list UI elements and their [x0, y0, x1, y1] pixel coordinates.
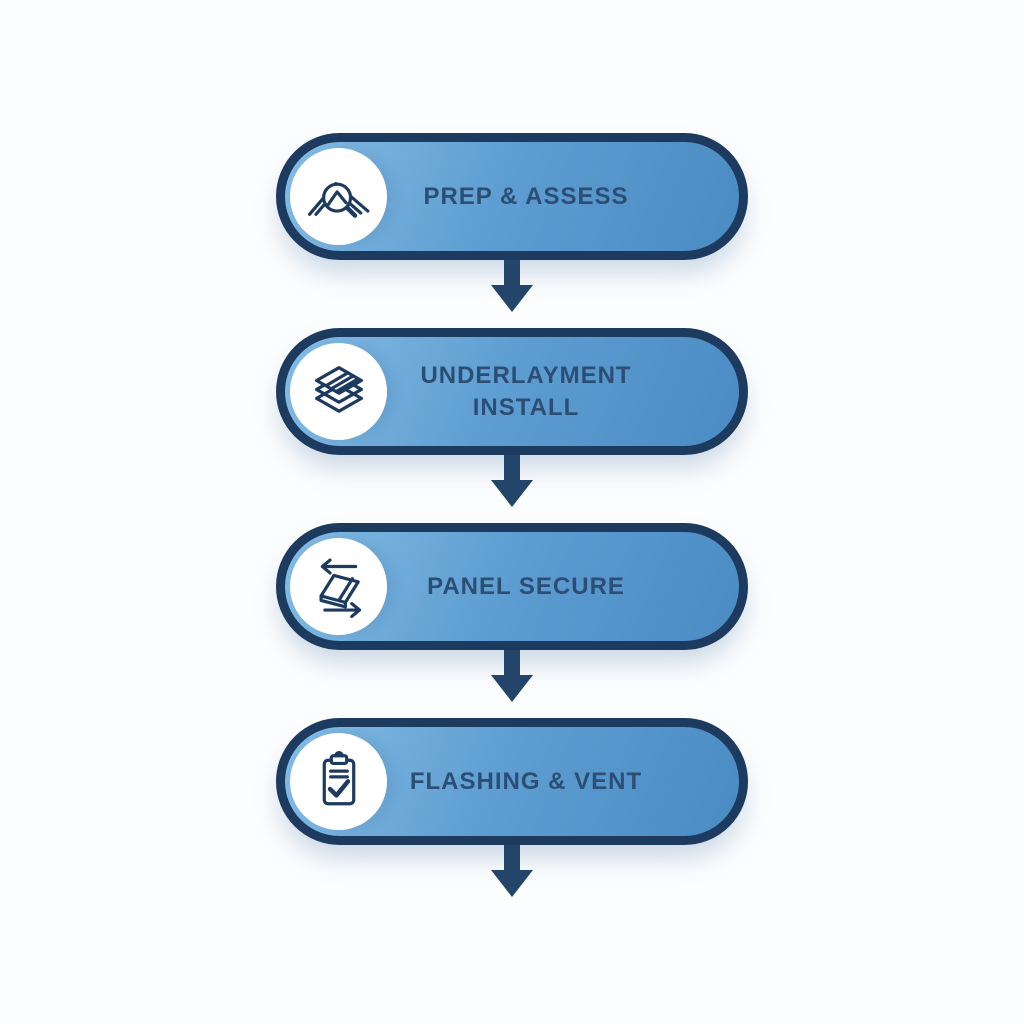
flow-step-4: FLASHING & VENT	[276, 718, 748, 913]
arrow-shaft	[504, 455, 520, 480]
step-pill-flashing-vent: FLASHING & VENT	[276, 718, 748, 845]
down-arrow-1	[276, 260, 748, 328]
step-label: FLASHING & VENT	[409, 767, 643, 795]
arrow-head	[491, 480, 533, 507]
step-pill-underlayment-install: UNDERLAYMENT INSTALL	[276, 328, 748, 455]
roof-inspection-magnifier-icon	[290, 148, 387, 245]
step-pill-prep-assess: PREP & ASSESS	[276, 133, 748, 260]
flashing-vent-checklist-icon	[290, 733, 387, 830]
flow-step-3: PANEL SECURE	[276, 523, 748, 718]
roofing-install-flowchart: PREP & ASSESS UNDERLAYMENT INSTALL	[276, 133, 748, 913]
arrow-head	[491, 870, 533, 897]
panel-secure-icon	[290, 538, 387, 635]
step-label: PREP & ASSESS	[423, 182, 629, 210]
step-label: PANEL SECURE	[427, 572, 625, 600]
down-arrow-3	[276, 650, 748, 718]
arrow-shaft	[504, 845, 520, 870]
down-arrow-2	[276, 455, 748, 523]
arrow-shaft	[504, 260, 520, 285]
flow-step-2: UNDERLAYMENT INSTALL	[276, 328, 748, 523]
flow-step-1: PREP & ASSESS	[276, 133, 748, 328]
arrow-head	[491, 285, 533, 312]
step-pill-panel-secure: PANEL SECURE	[276, 523, 748, 650]
arrow-head	[491, 675, 533, 702]
step-label: UNDERLAYMENT INSTALL	[420, 361, 632, 421]
down-arrow-4	[276, 845, 748, 913]
arrow-shaft	[504, 650, 520, 675]
underlayment-layers-icon	[290, 343, 387, 440]
